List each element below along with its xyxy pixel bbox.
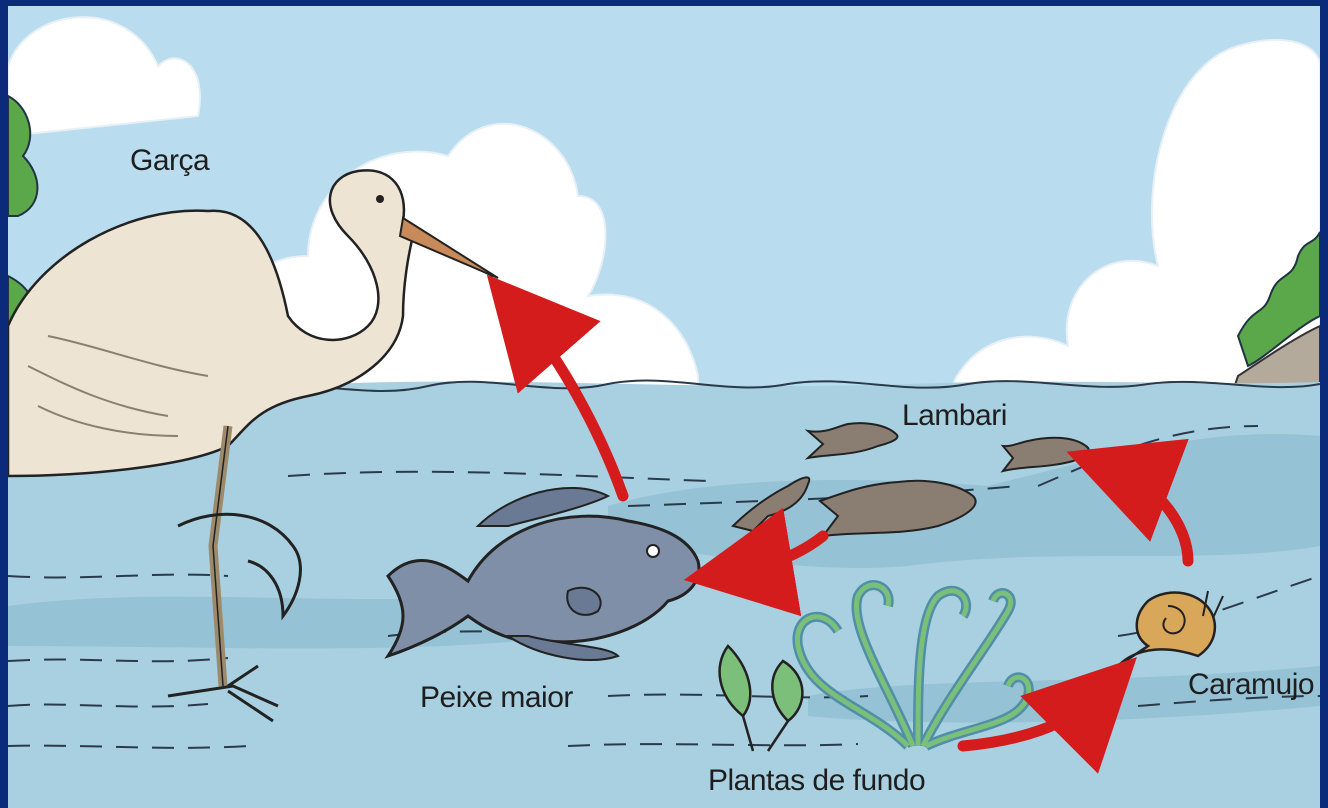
label-heron: Garça xyxy=(130,144,209,178)
label-lambari: Lambari xyxy=(902,399,1007,433)
food-chain-illustration xyxy=(8,6,1320,808)
food-chain-scene: Garça Peixe maior Lambari Caramujo Plant… xyxy=(8,6,1320,808)
label-plants: Plantas de fundo xyxy=(708,764,925,798)
label-snail: Caramujo xyxy=(1188,668,1314,702)
label-big-fish: Peixe maior xyxy=(420,681,573,715)
